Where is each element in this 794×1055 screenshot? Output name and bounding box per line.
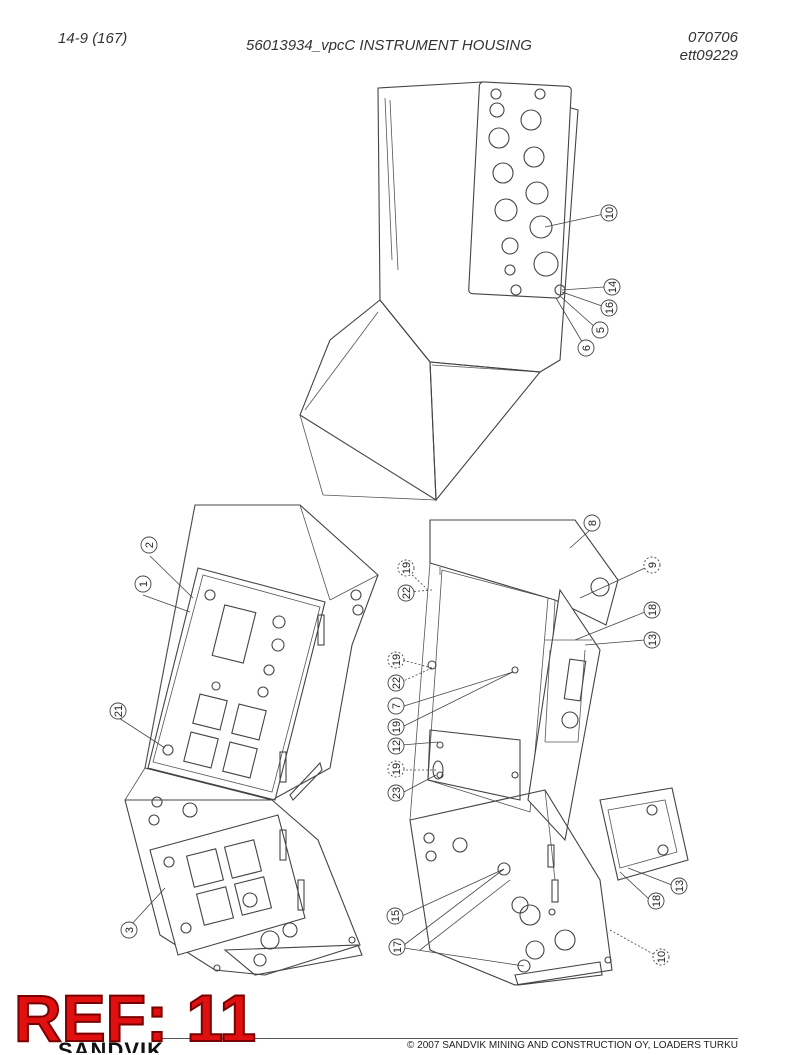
svg-text:16: 16	[604, 302, 616, 314]
svg-text:3: 3	[124, 927, 136, 933]
svg-text:10: 10	[656, 951, 668, 963]
callout-7: 7	[387, 697, 405, 715]
svg-text:7: 7	[391, 703, 403, 709]
svg-text:17: 17	[392, 941, 404, 953]
svg-text:18: 18	[647, 604, 659, 616]
callout-1: 1	[134, 575, 152, 593]
sandvik-logo: SANDVIK	[58, 1040, 165, 1053]
callout-3: 3	[120, 921, 138, 939]
svg-text:12: 12	[391, 740, 403, 752]
callouts-right: 8 9 19 22 18 13 19 22 7 19 12 19 23 15 1…	[386, 514, 688, 966]
callout-17: 17	[388, 938, 406, 956]
callout-19-b: 19	[387, 651, 405, 669]
callout-19-d: 19	[387, 760, 405, 778]
callout-10-bottom: 10	[652, 948, 670, 966]
svg-text:2: 2	[144, 542, 156, 548]
left-housing-assembly	[118, 504, 379, 976]
page-number: 14-9 (167)	[58, 30, 128, 47]
callouts-top: 10 14 16 5 6	[577, 204, 621, 357]
footer-rule	[160, 1038, 738, 1039]
callout-14: 14	[603, 278, 621, 296]
document-title: 56013934_vpcC INSTRUMENT HOUSING	[246, 37, 532, 54]
svg-text:23: 23	[391, 787, 403, 799]
svg-text:10: 10	[604, 207, 616, 219]
svg-text:22: 22	[401, 587, 413, 599]
svg-text:21: 21	[113, 705, 125, 717]
callout-22-a: 22	[397, 584, 415, 602]
callout-16: 16	[600, 299, 618, 317]
callout-19-c: 19	[387, 718, 405, 736]
callout-8: 8	[583, 514, 601, 532]
callouts-left: 2 1 21 3	[109, 536, 158, 939]
callout-13-top: 13	[643, 631, 661, 649]
svg-text:15: 15	[390, 910, 402, 922]
callout-5: 5	[591, 321, 609, 339]
svg-text:14: 14	[607, 281, 619, 293]
svg-text:19: 19	[401, 562, 413, 574]
svg-text:5: 5	[595, 327, 607, 333]
callout-10-top: 10	[600, 204, 618, 222]
svg-text:19: 19	[391, 763, 403, 775]
svg-text:9: 9	[647, 562, 659, 568]
callout-9: 9	[643, 556, 661, 574]
callout-15: 15	[386, 907, 404, 925]
drawing-code: ett09229	[679, 47, 738, 64]
callout-13-bottom: 13	[670, 877, 688, 895]
svg-text:6: 6	[581, 345, 593, 351]
date-code: 070706	[687, 29, 738, 46]
svg-text:18: 18	[651, 895, 663, 907]
callout-22-b: 22	[387, 674, 405, 692]
svg-text:19: 19	[391, 721, 403, 733]
ref-stamp: REF: 11	[13, 981, 257, 1055]
callout-6: 6	[577, 339, 595, 357]
svg-text:13: 13	[674, 880, 686, 892]
callout-2: 2	[140, 536, 158, 554]
callout-19-a: 19	[397, 559, 415, 577]
svg-text:8: 8	[587, 520, 599, 526]
callout-23: 23	[387, 784, 405, 802]
callout-18-bottom: 18	[647, 892, 665, 910]
callout-12: 12	[387, 737, 405, 755]
callout-21: 21	[109, 702, 127, 720]
copyright-notice: © 2007 SANDVIK MINING AND CONSTRUCTION O…	[407, 1040, 738, 1051]
callout-18-top: 18	[643, 601, 661, 619]
svg-text:19: 19	[391, 654, 403, 666]
svg-text:13: 13	[647, 634, 659, 646]
svg-text:1: 1	[138, 581, 150, 587]
right-housing-assembly	[400, 519, 689, 986]
top-cover-assembly	[299, 81, 605, 502]
svg-text:22: 22	[391, 677, 403, 689]
